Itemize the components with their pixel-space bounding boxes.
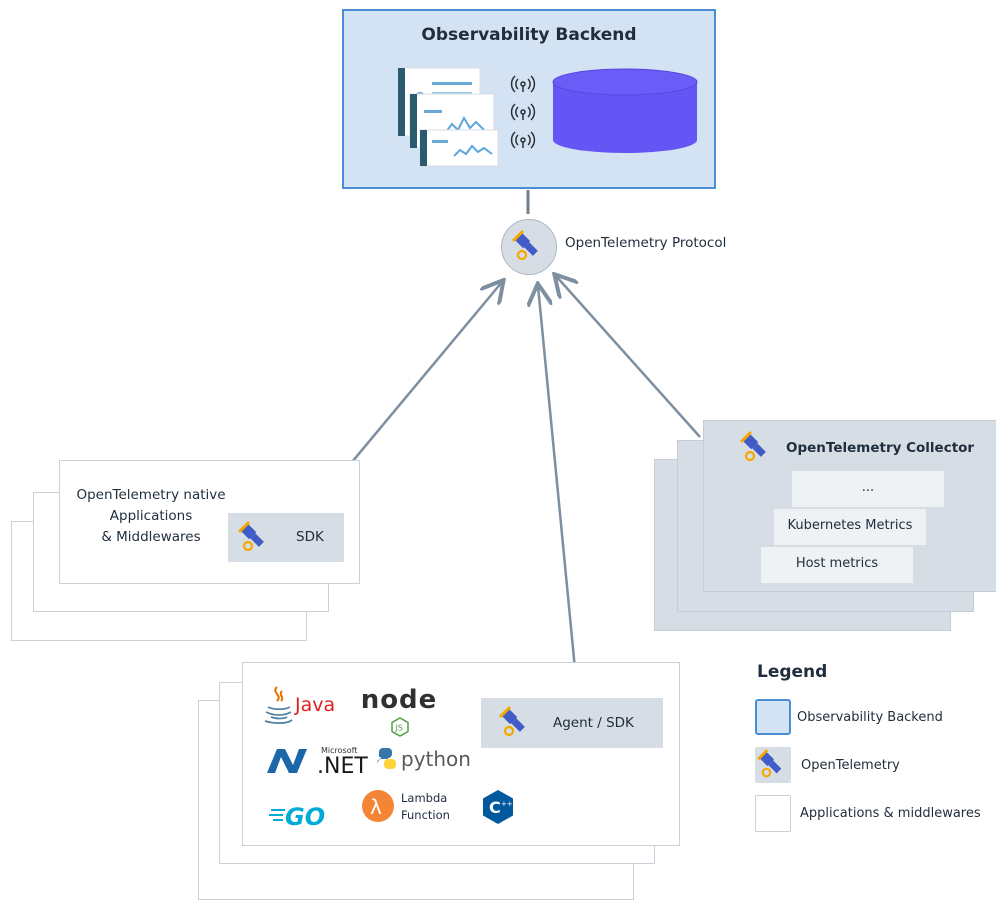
native-apps-line2: Applications bbox=[109, 508, 193, 524]
svg-text:++: ++ bbox=[501, 800, 513, 808]
agent-sdk-label: Agent / SDK bbox=[553, 715, 634, 731]
native-apps-line3: & Middlewares bbox=[101, 529, 201, 545]
svg-text:C: C bbox=[489, 798, 501, 817]
python-text: python bbox=[401, 747, 471, 771]
lambda-logo: λ Lambda Function bbox=[361, 789, 461, 829]
native-apps-line1: OpenTelemetry native bbox=[76, 487, 226, 503]
lambda-text-line2: Function bbox=[401, 808, 450, 822]
collector-title: OpenTelemetry Collector bbox=[786, 440, 975, 456]
agent-sdk-chip: Agent / SDK bbox=[481, 698, 663, 748]
database-icon bbox=[551, 68, 699, 156]
node-text: node bbox=[360, 685, 438, 715]
collector-item-ellipsis: ... bbox=[792, 471, 944, 507]
svg-text:λ: λ bbox=[370, 795, 382, 819]
nodejs-logo: node JS bbox=[359, 685, 439, 739]
collector-box: OpenTelemetry Collector ... Kubernetes M… bbox=[703, 420, 996, 592]
legend-swatch-opentelemetry bbox=[755, 747, 791, 783]
legend-swatch-backend bbox=[755, 699, 791, 735]
signal-icons bbox=[510, 72, 536, 158]
collector-item-kubernetes: Kubernetes Metrics bbox=[774, 509, 926, 545]
collector-item-host: Host metrics bbox=[761, 547, 913, 583]
legend-label-backend: Observability Backend bbox=[797, 710, 943, 725]
legend-swatch-apps bbox=[755, 795, 791, 832]
agent-arrow bbox=[538, 286, 580, 701]
dashboard-screenshots bbox=[398, 66, 502, 168]
dotnet-logo: Microsoft .NET bbox=[265, 745, 368, 779]
native-apps-box: OpenTelemetry native Applications & Midd… bbox=[59, 460, 360, 584]
lambda-text-line1: Lambda bbox=[401, 791, 448, 805]
native-apps-title: OpenTelemetry native Applications & Midd… bbox=[60, 485, 242, 548]
dotnet-text: .NET bbox=[317, 754, 368, 779]
java-logo: Java bbox=[263, 685, 337, 725]
apps-box: Java node JS Microsoft .NET python GO λ … bbox=[242, 662, 680, 846]
legend-label-apps: Applications & middlewares bbox=[800, 806, 981, 821]
go-logo: GO bbox=[269, 803, 339, 833]
sdk-chip: SDK bbox=[228, 513, 344, 562]
dotnet-small-text: Microsoft bbox=[321, 746, 358, 755]
python-logo: python bbox=[377, 747, 473, 777]
legend-label-opentelemetry: OpenTelemetry bbox=[801, 758, 900, 773]
java-text: Java bbox=[295, 694, 336, 716]
sdk-label: SDK bbox=[296, 529, 324, 545]
go-text: GO bbox=[285, 803, 326, 831]
svg-text:JS: JS bbox=[395, 724, 403, 733]
legend-title: Legend bbox=[757, 662, 828, 682]
backend-title: Observability Backend bbox=[421, 25, 637, 45]
collector-arrow bbox=[556, 276, 701, 438]
protocol-label: OpenTelemetry Protocol bbox=[565, 235, 727, 251]
